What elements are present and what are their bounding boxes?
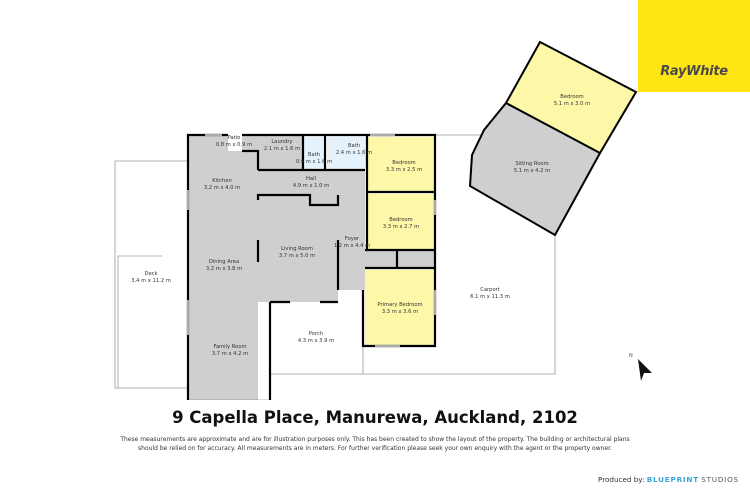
producer-name-blueprint: BLUEPRINT <box>646 475 699 484</box>
north-label: N <box>629 353 633 359</box>
disclaimer-text: These measurements are approximate and a… <box>120 436 630 452</box>
property-address: 9 Capella Place, Manurewa, Auckland, 210… <box>172 408 578 427</box>
producer-name-studios: STUDIOS <box>701 475 739 484</box>
raywhite-logo: RayWhite <box>638 0 750 92</box>
floor-plan-drawing <box>114 40 638 403</box>
producer-credit: Produced by: BLUEPRINT STUDIOS <box>598 475 739 484</box>
bathrooms <box>303 137 367 169</box>
patio <box>228 135 242 151</box>
windows <box>186 133 437 348</box>
bedrooms <box>365 137 435 346</box>
deck-outline <box>114 160 188 389</box>
living-areas <box>188 135 435 401</box>
north-compass: N <box>628 353 658 389</box>
producer-prefix: Produced by: <box>598 475 645 484</box>
compass-arrow-icon <box>638 359 652 381</box>
brand-name: RayWhite <box>660 64 728 79</box>
rotated-wing <box>468 40 638 237</box>
